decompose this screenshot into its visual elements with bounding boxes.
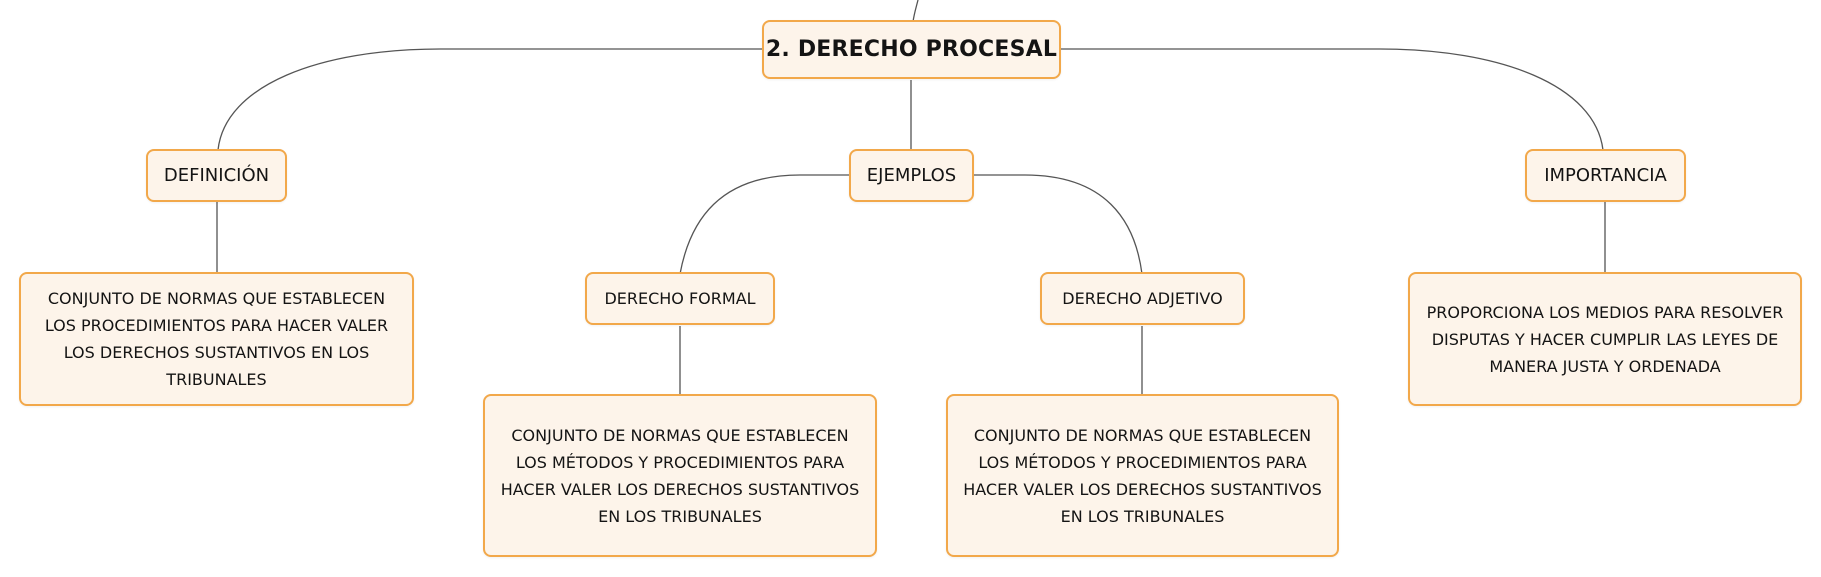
connector-root-to-definicion xyxy=(217,48,765,151)
derecho-formal-node[interactable]: DERECHO FORMAL xyxy=(585,272,775,325)
root-node[interactable]: 2. DERECHO PROCESAL xyxy=(762,20,1061,79)
derecho-formal-label: DERECHO FORMAL xyxy=(604,289,756,308)
importancia-text: PROPORCIONA LOS MEDIOS PARA RESOLVER DIS… xyxy=(1426,302,1784,376)
connector-root-to-importancia xyxy=(1060,48,1604,151)
importancia-node[interactable]: IMPORTANCIA xyxy=(1525,149,1686,202)
definicion-node[interactable]: DEFINICIÓN xyxy=(146,149,287,202)
derecho-adjetivo-text: CONJUNTO DE NORMAS QUE ESTABLECEN LOS MÉ… xyxy=(963,425,1322,526)
connector-parent-to-root xyxy=(912,0,919,23)
definicion-text: CONJUNTO DE NORMAS QUE ESTABLECEN LOS PR… xyxy=(44,289,389,389)
ejemplos-node[interactable]: EJEMPLOS xyxy=(849,149,974,202)
ejemplos-node-label: EJEMPLOS xyxy=(866,165,957,186)
definicion-node-label: DEFINICIÓN xyxy=(163,165,270,186)
root-node-label: 2. DERECHO PROCESAL xyxy=(765,37,1058,62)
connector-ejemplos-to-formal xyxy=(679,174,851,275)
derecho-adjetivo-label: DERECHO ADJETIVO xyxy=(1062,289,1223,308)
derecho-adjetivo-text-node[interactable]: CONJUNTO DE NORMAS QUE ESTABLECEN LOS MÉ… xyxy=(946,394,1339,557)
derecho-formal-text-node[interactable]: CONJUNTO DE NORMAS QUE ESTABLECEN LOS MÉ… xyxy=(483,394,877,557)
importancia-text-node[interactable]: PROPORCIONA LOS MEDIOS PARA RESOLVER DIS… xyxy=(1408,272,1802,406)
definicion-text-node[interactable]: CONJUNTO DE NORMAS QUE ESTABLECEN LOS PR… xyxy=(19,272,414,406)
importancia-node-label: IMPORTANCIA xyxy=(1544,165,1667,186)
derecho-formal-text: CONJUNTO DE NORMAS QUE ESTABLECEN LOS MÉ… xyxy=(500,425,860,526)
connector-ejemplos-to-adjetivo xyxy=(972,174,1143,275)
derecho-adjetivo-node[interactable]: DERECHO ADJETIVO xyxy=(1040,272,1245,325)
